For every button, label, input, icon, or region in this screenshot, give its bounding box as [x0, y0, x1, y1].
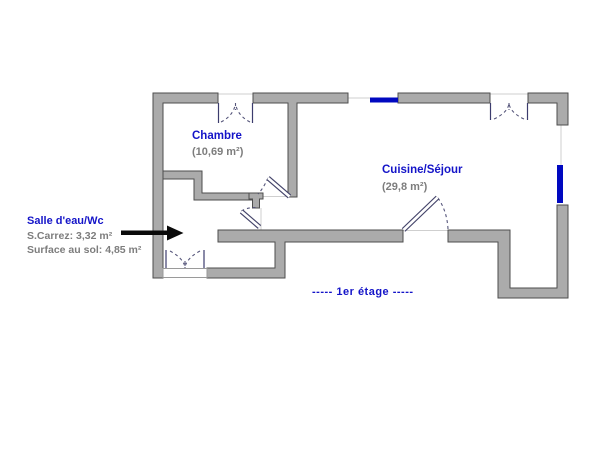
window-bathroom	[165, 250, 205, 268]
callout-carrez-area: S.Carrez: 3,32 m²	[27, 230, 113, 242]
callout-title: Salle d'eau/Wc	[27, 215, 104, 227]
window-chambre	[217, 103, 254, 123]
highlighted-windows	[370, 97, 563, 203]
floor-caption: ----- 1er étage -----	[312, 286, 414, 298]
door-cuisine-arc	[437, 197, 449, 230]
door-chambre-leaf	[266, 176, 292, 199]
window-bathroom-pane	[162, 268, 208, 278]
walls	[152, 92, 569, 299]
casement-windows	[165, 103, 529, 268]
room-area-chambre: (10,69 m²)	[192, 146, 244, 158]
callout-floor-surface: Surface au sol: 4,85 m²	[27, 244, 142, 256]
doors	[239, 176, 449, 232]
window-cuisine	[489, 103, 529, 120]
room-area-cuisine-sejour: (29,8 m²)	[382, 181, 428, 193]
room-label-chambre: Chambre	[192, 130, 242, 142]
door-chambre-arc	[257, 177, 269, 195]
right-arrow-icon	[121, 225, 184, 241]
door-cuisine-leaf	[401, 195, 440, 232]
door-bathroom-leaf	[239, 209, 262, 229]
window-top-blue	[370, 97, 398, 103]
threshold-lines	[218, 93, 562, 231]
room-label-cuisine-sejour: Cuisine/Séjour	[382, 164, 463, 176]
window-right-blue	[557, 165, 563, 203]
